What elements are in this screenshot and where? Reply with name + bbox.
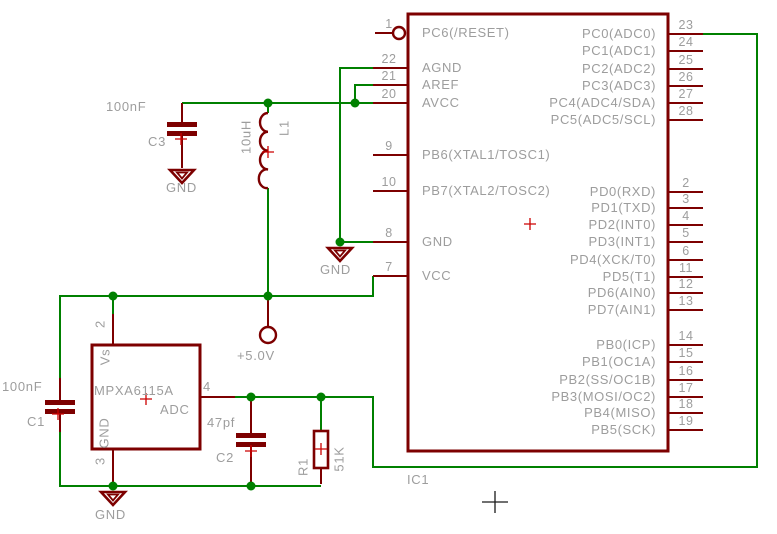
ic-pin-name: PB2(SS/OC1B) <box>559 372 656 387</box>
capacitor-c1 <box>45 400 75 414</box>
ic-pin-name: PD4(XCK/T0) <box>569 252 656 267</box>
ic-pin-name: PC2(ADC2) <box>581 61 656 76</box>
ic-pin-name: PC4(ADC4/SDA) <box>549 95 656 110</box>
c1-ref-label: C1 <box>27 414 46 429</box>
ic-pin-number: 7 <box>385 260 393 274</box>
ic-pin-number: 27 <box>678 87 694 101</box>
reset-inversion-bubble <box>391 25 407 41</box>
ic-pin-number: 16 <box>678 364 694 378</box>
sensor-pin4-number: 4 <box>203 379 211 394</box>
ic-pin-number: 21 <box>381 69 397 83</box>
gnd-label-c3: GND <box>166 180 197 195</box>
ic-pin-number: 19 <box>678 414 694 428</box>
ic-pin-name: AGND <box>422 60 462 75</box>
ic-pin-name: PB5(SCK) <box>591 422 656 437</box>
sheet-origin-cross <box>482 491 508 513</box>
ic-pin-name: VCC <box>422 268 452 283</box>
vcc-supply-label: +5.0V <box>237 348 275 363</box>
ic-pin-number: 24 <box>678 35 694 49</box>
ic-pin-number: 13 <box>678 294 694 308</box>
capacitor-c2 <box>236 433 266 447</box>
sensor-adc-label: ADC <box>160 402 190 417</box>
sensor-symbol <box>90 343 202 451</box>
origin-crosses <box>52 133 536 457</box>
sensor-vs-label: Vs <box>97 348 113 366</box>
ic-pin-number: 17 <box>678 381 694 395</box>
sensor-pin2-number: 2 <box>92 320 108 328</box>
ic-pin-name: PB0(ICP) <box>596 337 656 352</box>
c2-value-label: 47pf <box>207 415 236 430</box>
ic-pin-number: 8 <box>385 226 393 240</box>
ic-pin-number: 10 <box>381 175 397 189</box>
ic-pin-name: PD0(RXD) <box>589 184 656 199</box>
ic-pin-name: PC0(ADC0) <box>581 26 656 41</box>
ic-pin-name: PD5(T1) <box>602 269 656 284</box>
ic-pin-name: PC3(ADC3) <box>581 78 656 93</box>
ic-pin-number: 9 <box>385 139 393 153</box>
ic-pin-name: PC6(/RESET) <box>422 25 510 40</box>
ic-pin-number: 28 <box>678 104 694 118</box>
sensor-part-label: MPXA6115A <box>94 383 174 398</box>
ic-pin-number: 11 <box>679 261 693 275</box>
c3-value-label: 100nF <box>106 99 147 114</box>
gnd-symbols <box>98 168 355 507</box>
ic-pin-name: PB1(OC1A) <box>581 354 656 369</box>
capacitor-c3 <box>167 122 197 136</box>
sensor-pin3-number: 3 <box>92 457 108 465</box>
inductor-l1 <box>257 111 269 190</box>
ic-pin-number: 25 <box>678 53 694 67</box>
gnd-label-sensor: GND <box>95 507 126 522</box>
ic-pin-number: 14 <box>678 329 694 343</box>
ic-pin-stubs <box>373 32 703 431</box>
c1-value-label: 100nF <box>2 379 43 394</box>
junction-dots <box>108 98 360 491</box>
ic-pin-name: PC5(ADC5/SCL) <box>550 112 656 127</box>
ic-pin-number: 18 <box>678 397 694 411</box>
ic-pin-number: 3 <box>682 192 690 206</box>
ic-symbol <box>391 12 670 453</box>
ic-pin-name: PD3(INT1) <box>588 234 656 249</box>
l1-value-label: 10uH <box>238 120 254 154</box>
l1-ref-label: L1 <box>276 120 292 136</box>
ic-pin-number: 5 <box>682 226 690 240</box>
ic-pin-number: 23 <box>678 18 694 32</box>
ic-pin-name: GND <box>422 234 453 249</box>
sensor-gnd-label: GND <box>96 417 112 449</box>
ic-pin-number: 1 <box>385 17 393 31</box>
ic-pin-name: PD6(AIN0) <box>587 285 656 300</box>
ic-pin-number: 12 <box>678 277 694 291</box>
ic-pin-number: 4 <box>682 209 690 223</box>
c3-ref-label: C3 <box>148 134 167 149</box>
ic-pin-name: PC1(ADC1) <box>581 43 656 58</box>
ic-pin-number: 22 <box>381 52 397 66</box>
ic-pin-name: AVCC <box>422 95 460 110</box>
ic-ref-label: IC1 <box>407 472 430 487</box>
ic-pin-name: PD1(TXD) <box>591 200 656 215</box>
c2-ref-label: C2 <box>216 450 235 465</box>
r1-value-label: 51K <box>331 446 347 472</box>
ic-pin-number: 2 <box>682 176 690 190</box>
ic-pin-name: AREF <box>422 77 460 92</box>
ic-pin-name: PB6(XTAL1/TOSC1) <box>422 147 551 162</box>
ic-pin-name: PB3(MOSI/OC2) <box>551 389 656 404</box>
ic-pin-name: PD7(AIN1) <box>587 302 656 317</box>
r1-ref-label: R1 <box>295 457 311 477</box>
ic-pin-name: PB4(MISO) <box>584 405 656 420</box>
ic-pin-name: PB7(XTAL2/TOSC2) <box>422 183 551 198</box>
ic-pin-number: 20 <box>381 87 397 101</box>
ic-pin-number: 15 <box>678 346 694 360</box>
component-leads <box>59 103 322 484</box>
gnd-label-agnd: GND <box>320 262 351 277</box>
ic-pin-number: 26 <box>678 70 694 84</box>
ic-pin-name: PD2(INT0) <box>588 217 656 232</box>
vcc-supply-symbol <box>258 325 278 345</box>
ic-pin-number: 6 <box>682 244 690 258</box>
